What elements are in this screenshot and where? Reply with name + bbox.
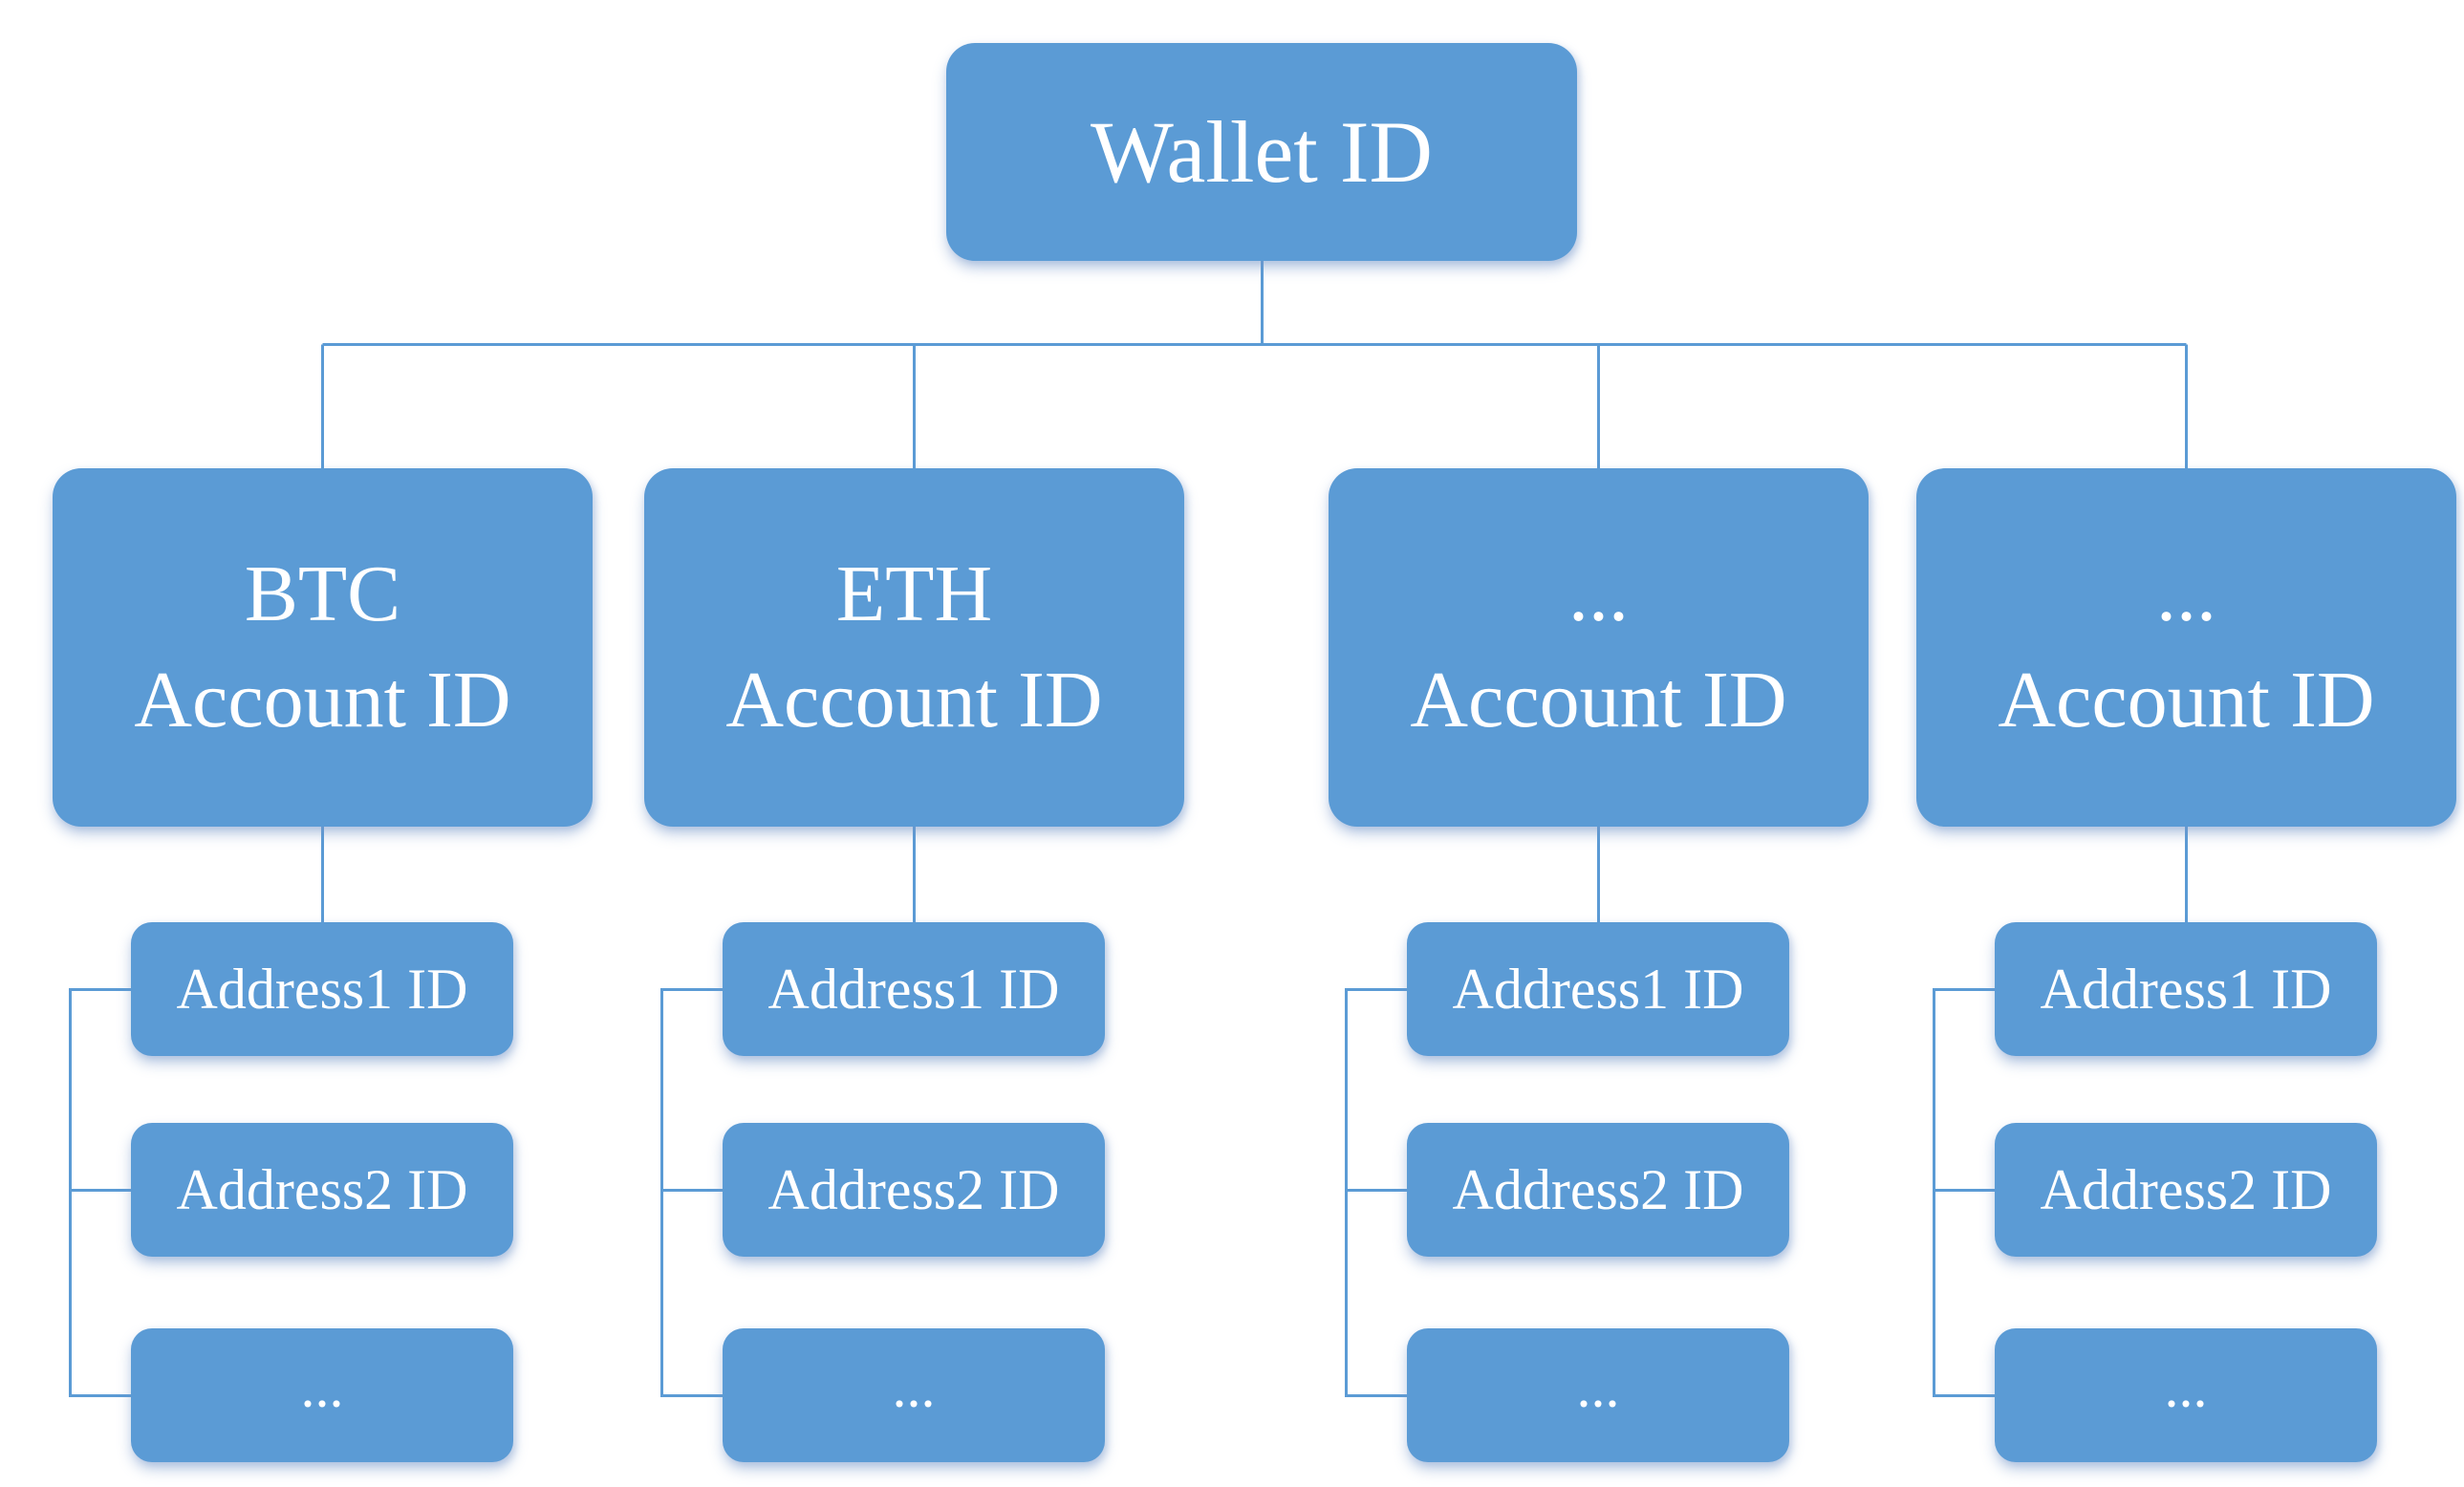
wallet-id-node: Wallet ID [946, 43, 1577, 261]
account-label-line1: ... [1568, 549, 1629, 638]
address-node-btc-2: Address2 ID [131, 1123, 513, 1257]
address-node-other1-1: Address1 ID [1407, 922, 1789, 1056]
account-label-line2: Account ID [134, 655, 511, 744]
address-node-other2-1: Address1 ID [1995, 922, 2377, 1056]
address-node-btc-more: ... [131, 1328, 513, 1462]
address-label: Address2 ID [767, 1157, 1060, 1221]
account-label-line2: Account ID [1410, 655, 1787, 744]
bracket-account-4 [1933, 988, 2000, 1397]
address-node-other1-2: Address2 ID [1407, 1123, 1789, 1257]
account-label-line1: ... [2156, 549, 2216, 638]
account-node-other-1: ... Account ID [1329, 468, 1869, 827]
address-node-other2-more: ... [1995, 1328, 2377, 1462]
bracket-account-2 [660, 988, 728, 1397]
address-node-btc-1: Address1 ID [131, 922, 513, 1056]
address-label: Address1 ID [767, 957, 1060, 1021]
address-label: ... [892, 1355, 936, 1419]
address-label: Address1 ID [2040, 957, 2332, 1021]
bracket-account-1 [69, 988, 137, 1397]
address-label: ... [1576, 1355, 1620, 1419]
address-label: Address2 ID [176, 1157, 468, 1221]
address-label: ... [300, 1355, 344, 1419]
account-label-line2: Account ID [1998, 655, 2375, 744]
address-node-eth-more: ... [723, 1328, 1105, 1462]
address-label: Address1 ID [176, 957, 468, 1021]
wallet-id-label: Wallet ID [1091, 103, 1433, 201]
address-label: Address2 ID [2040, 1157, 2332, 1221]
account-label-line1: ETH [835, 549, 993, 638]
address-label: ... [2164, 1355, 2208, 1419]
address-node-other1-more: ... [1407, 1328, 1789, 1462]
address-node-eth-1: Address1 ID [723, 922, 1105, 1056]
address-label: Address2 ID [1452, 1157, 1744, 1221]
address-node-other2-2: Address2 ID [1995, 1123, 2377, 1257]
account-node-eth: ETH Account ID [644, 468, 1184, 827]
account-node-other-2: ... Account ID [1916, 468, 2456, 827]
account-label-line2: Account ID [725, 655, 1103, 744]
address-node-eth-2: Address2 ID [723, 1123, 1105, 1257]
bracket-account-3 [1345, 988, 1413, 1397]
address-label: Address1 ID [1452, 957, 1744, 1021]
account-node-btc: BTC Account ID [53, 468, 593, 827]
account-label-line1: BTC [244, 549, 401, 638]
